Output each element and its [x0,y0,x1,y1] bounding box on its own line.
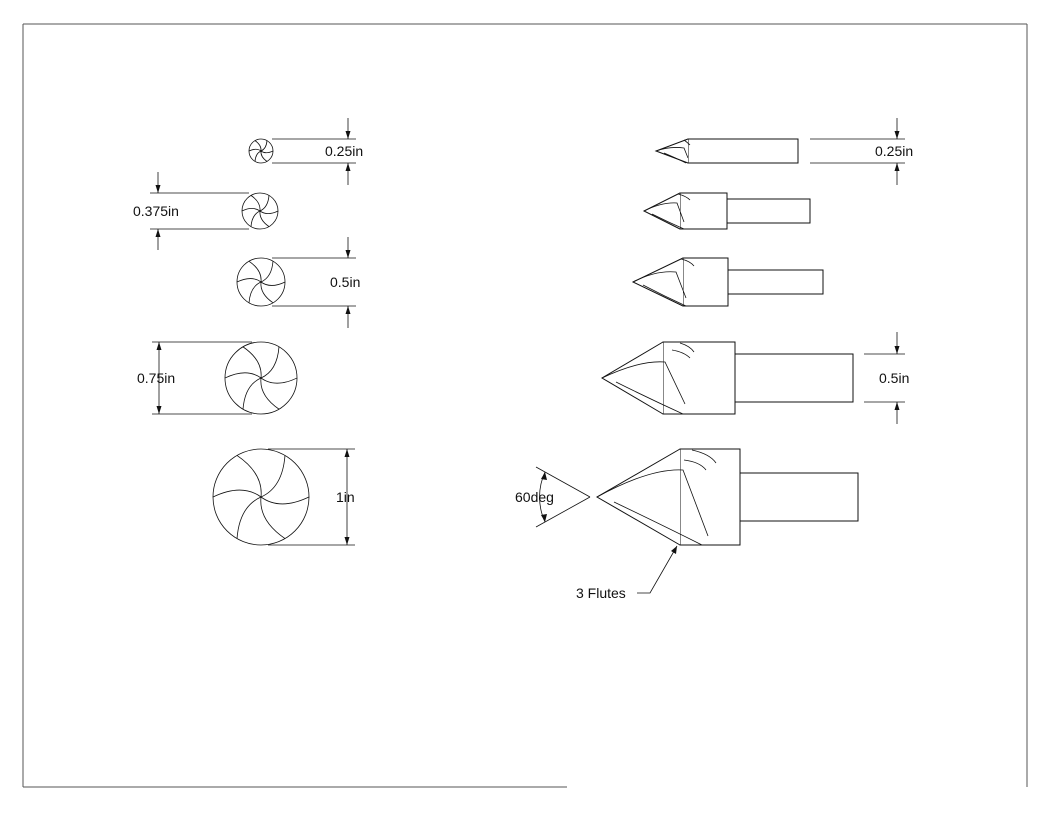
dimension-label: 0.5in [330,274,360,290]
end-view-0-75: 0.75in [137,342,297,414]
side-view-0-75: 0.5in [601,332,909,424]
end-view-circle [213,449,309,545]
dimension-label: 0.375in [133,203,179,219]
countersink-bit [642,192,811,230]
dimension-line [272,118,356,185]
end-view-circle [225,342,297,414]
angle-dimension [535,466,591,528]
countersink-bit [596,448,859,546]
dimension-label: 0.25in [325,143,363,159]
side-views: 0.25in [515,118,913,601]
end-views: 0.25in 0.375in [133,118,363,545]
end-view-0-375: 0.375in [133,172,278,250]
dimension-line [272,237,356,328]
dimension-label: 0.25in [875,143,913,159]
end-view-1: 1in [213,449,355,545]
countersink-bit [654,138,799,164]
flutes-leader [637,545,678,594]
angle-label: 60deg [515,489,554,505]
end-view-0-5: 0.5in [237,237,360,328]
dimension-line [864,332,905,424]
side-view-1: 60deg 3 Flutes [515,448,859,601]
end-view-circle [249,139,273,163]
side-view-0-5 [631,257,824,307]
dimension-label: 1in [336,489,355,505]
sheet-border [22,23,1028,788]
dimension-label: 0.75in [137,370,175,386]
countersink-bit [601,341,854,415]
flutes-label: 3 Flutes [576,585,626,601]
dimension-line [810,118,905,185]
side-view-0-25: 0.25in [654,118,913,185]
end-view-circle [242,193,278,229]
countersink-bit [631,257,824,307]
end-view-circle [237,258,285,306]
dimension-line [152,341,252,415]
dimension-label: 0.5in [879,370,909,386]
dimension-line [150,172,249,250]
side-view-0-375 [642,192,811,230]
dimension-line [268,448,355,546]
end-view-0-25: 0.25in [249,118,363,185]
